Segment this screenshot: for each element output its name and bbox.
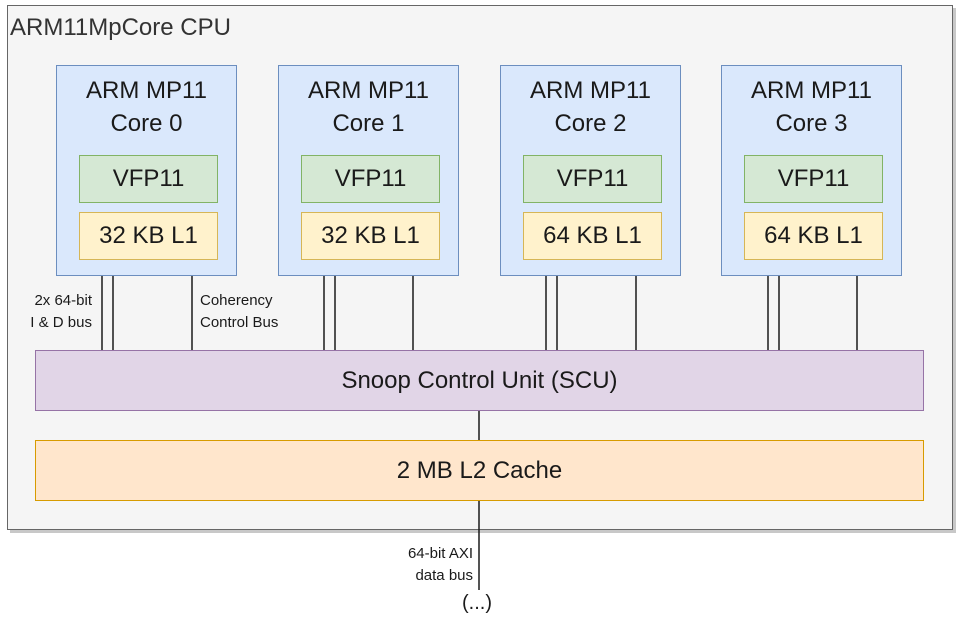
core-3: ARM MP11 Core 3 VFP11 64 KB L1 — [721, 65, 902, 276]
core-2-l1-cache: 64 KB L1 — [523, 212, 662, 260]
core-3-title-line2: Core 3 — [775, 110, 848, 137]
id-bus-label-line1: 2x 64-bit — [34, 292, 92, 309]
continuation-label: (...) — [462, 592, 492, 614]
core-1-title-line1: ARM MP11 — [308, 77, 429, 104]
id-bus-label-line2: I & D bus — [30, 314, 92, 331]
cpu-title: ARM11MpCore CPU — [10, 14, 231, 41]
coherency-bus-label-line2: Control Bus — [200, 314, 279, 331]
core-0-vfp11: VFP11 — [79, 155, 218, 203]
core-3-title: ARM MP11 Core 3 — [722, 74, 901, 140]
core-2-title-line2: Core 2 — [554, 110, 627, 137]
core-2: ARM MP11 Core 2 VFP11 64 KB L1 — [500, 65, 681, 276]
l2-cache: 2 MB L2 Cache — [35, 440, 924, 501]
core-3-l1-cache: 64 KB L1 — [744, 212, 883, 260]
core-0: ARM MP11 Core 0 VFP11 32 KB L1 — [56, 65, 237, 276]
coherency-bus-label-line1: Coherency — [200, 292, 273, 309]
core-1: ARM MP11 Core 1 VFP11 32 KB L1 — [278, 65, 459, 276]
core-2-title: ARM MP11 Core 2 — [501, 74, 680, 140]
coherency-bus-label: Coherency Control Bus — [200, 290, 278, 334]
core-2-vfp11: VFP11 — [523, 155, 662, 203]
core-1-title-line2: Core 1 — [332, 110, 405, 137]
axi-bus-label: 64-bit AXI data bus — [408, 543, 473, 587]
core-0-title-line2: Core 0 — [110, 110, 183, 137]
snoop-control-unit: Snoop Control Unit (SCU) — [35, 350, 924, 411]
core-3-title-line1: ARM MP11 — [751, 77, 872, 104]
axi-bus-label-line1: 64-bit AXI — [407, 545, 473, 562]
id-bus-label: 2x 64-bit I & D bus — [30, 290, 92, 334]
core-0-title: ARM MP11 Core 0 — [57, 74, 236, 140]
core-1-vfp11: VFP11 — [301, 155, 440, 203]
core-1-l1-cache: 32 KB L1 — [301, 212, 440, 260]
core-2-title-line1: ARM MP11 — [530, 77, 651, 104]
axi-bus-label-line2: data bus — [415, 567, 473, 584]
core-0-title-line1: ARM MP11 — [86, 77, 207, 104]
core-1-title: ARM MP11 Core 1 — [279, 74, 458, 140]
core-3-vfp11: VFP11 — [744, 155, 883, 203]
core-0-l1-cache: 32 KB L1 — [79, 212, 218, 260]
